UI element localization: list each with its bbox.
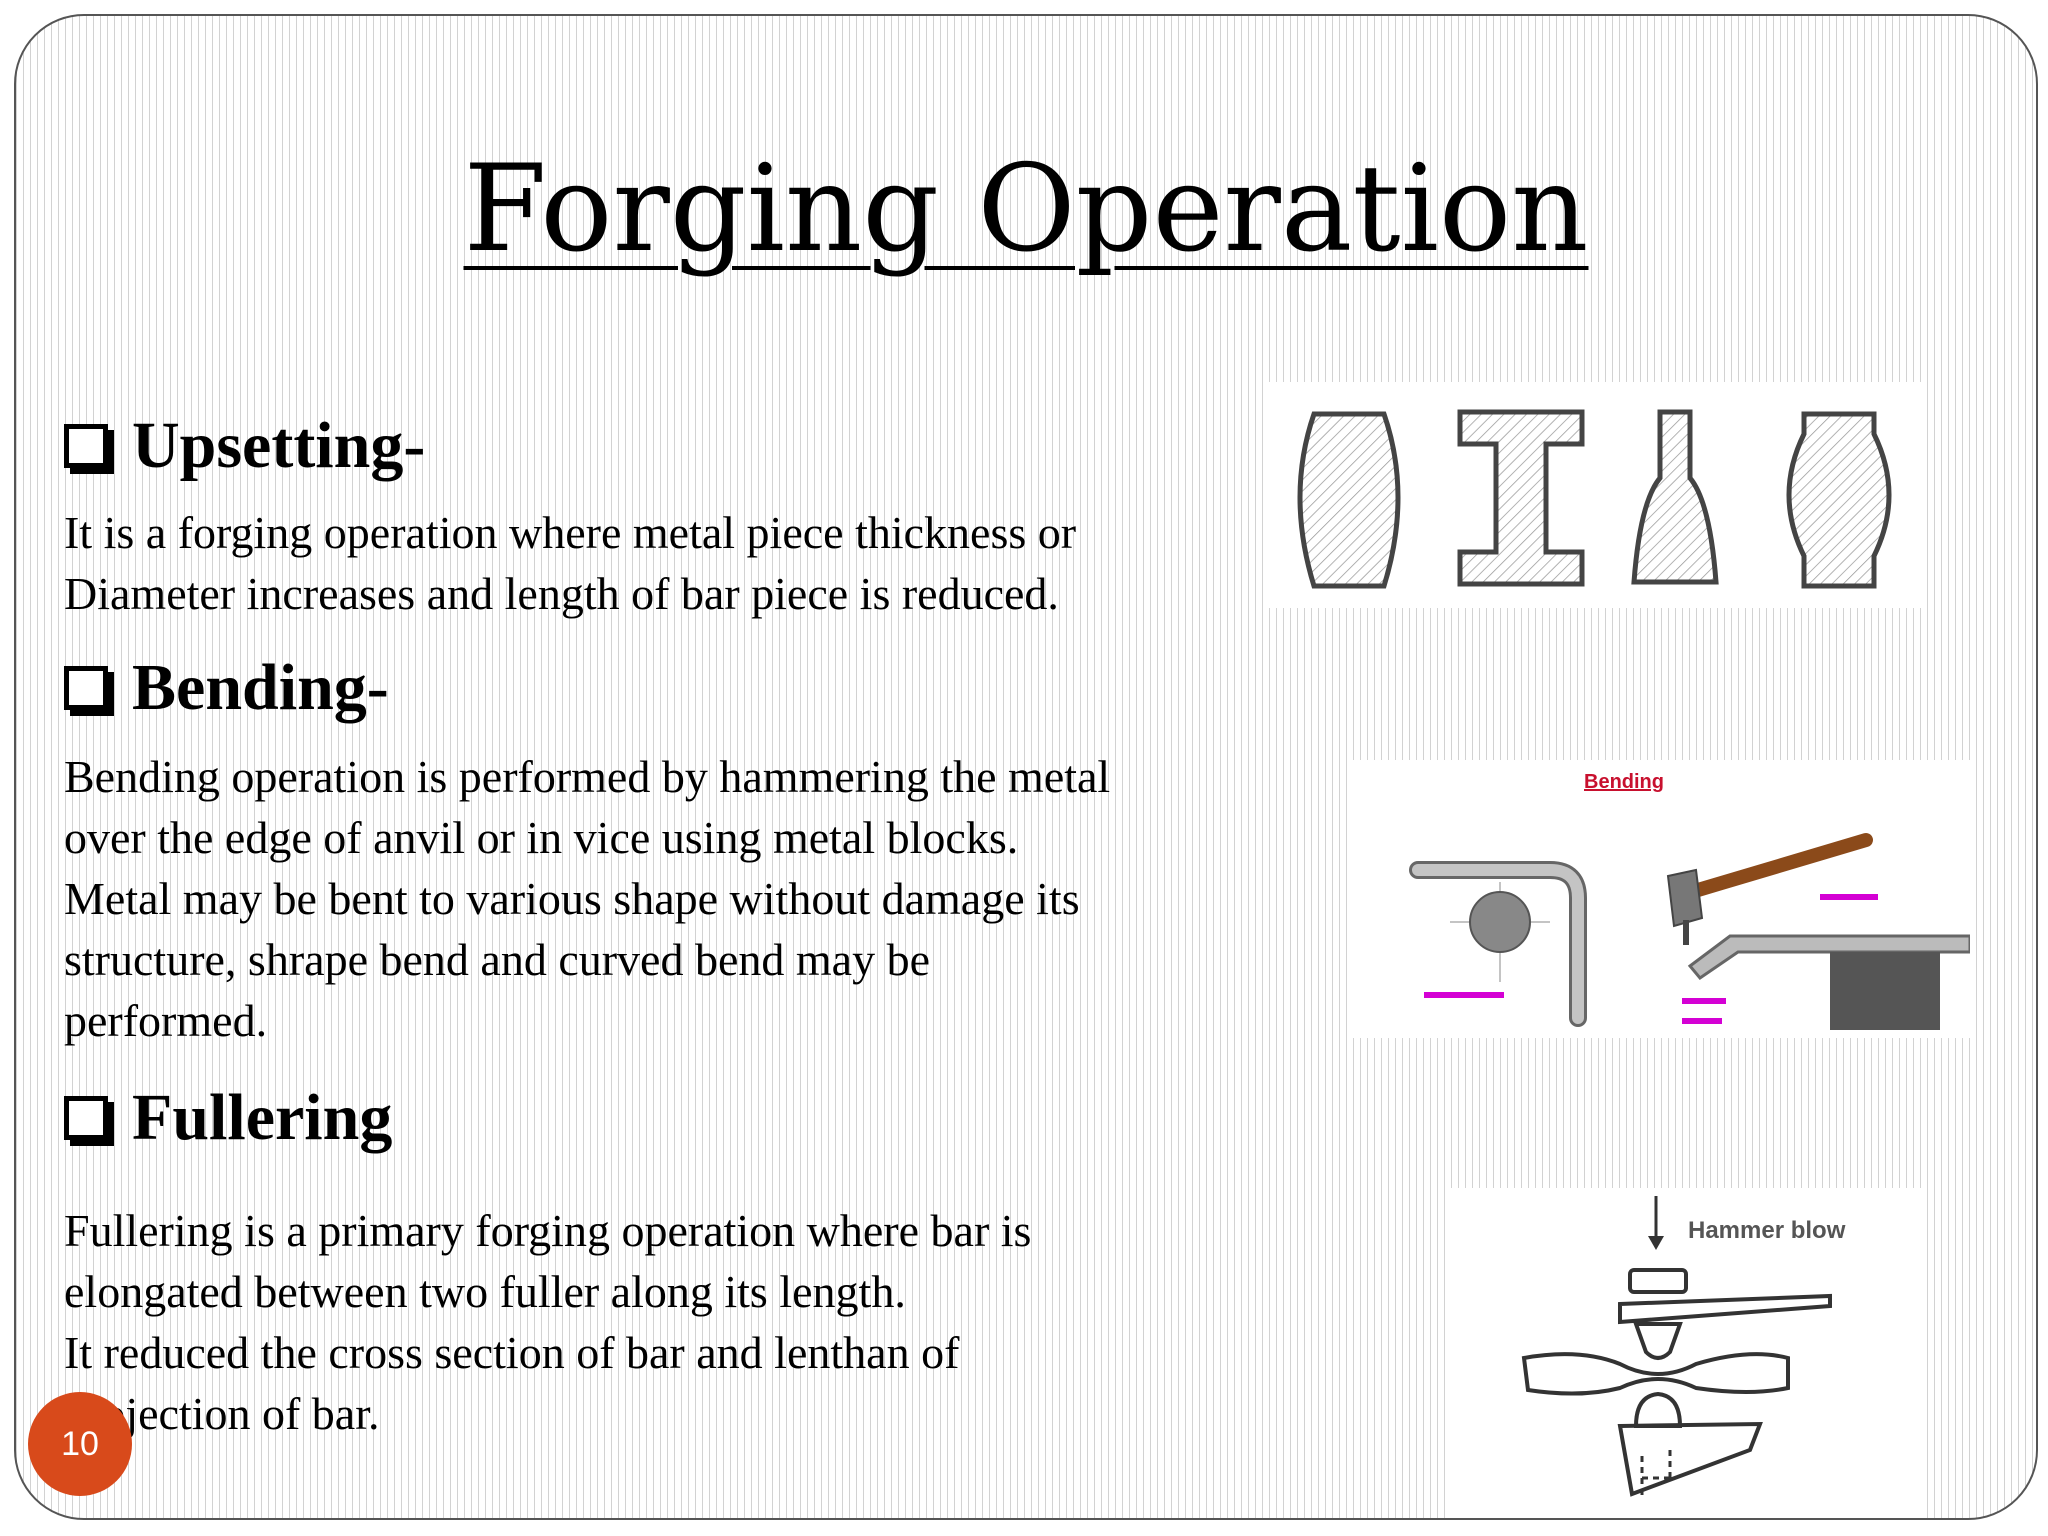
bottom-fuller-base	[1617, 1421, 1763, 1497]
upsetting-shapes-illustration	[1297, 409, 1892, 589]
anvil-block	[1830, 952, 1940, 1030]
bending-figure-title: Bending	[1584, 771, 1664, 793]
flat-bend-label-mark	[1682, 1018, 1722, 1024]
i-section-shape	[1457, 409, 1585, 587]
fullering-heading: Fullering	[64, 1080, 392, 1156]
text-line: elongated between two fuller along its l…	[64, 1266, 906, 1317]
checkbox-bullet-icon	[64, 1096, 108, 1140]
flat-bend-label-mark	[1682, 998, 1726, 1004]
top-fuller-handle	[1628, 1268, 1688, 1294]
bottom-fuller-tool	[1633, 1391, 1683, 1428]
slide: Forging Operation Upsetting- It is a for…	[14, 14, 2038, 1520]
upsetting-figure	[1264, 382, 1922, 608]
fullering-illustration: Hammer blow	[1521, 1196, 1846, 1498]
bottle-shape	[1631, 409, 1719, 585]
bending-figure: Bending	[1350, 760, 1972, 1038]
upsetting-description: It is a forging operation where metal pi…	[64, 502, 1076, 624]
text-line: structure, shrape bend and curved bend m…	[64, 934, 931, 985]
hammer-handle	[1691, 833, 1873, 897]
top-fuller-tool	[1633, 1322, 1683, 1360]
text-line: Diameter increases and length of bar pie…	[64, 568, 1059, 619]
bulged-shape	[1786, 411, 1892, 589]
text-line: over the edge of anvil or in vice using …	[64, 812, 1019, 863]
text-line: performed.	[64, 995, 268, 1046]
hidden-line	[1640, 1450, 1672, 1498]
text-line: Fullering is a primary forging operation…	[64, 1205, 1032, 1256]
text-line: It reduced the cross section of bar and …	[64, 1327, 960, 1378]
bending-description: Bending operation is performed by hammer…	[64, 746, 1110, 1051]
page-number: 10	[61, 1424, 99, 1463]
upsetting-heading-text: Upsetting-	[132, 409, 426, 482]
upsetting-heading: Upsetting-	[64, 408, 425, 484]
bent-bar-fill	[1412, 864, 1584, 1024]
bending-illustration: Bending	[1409, 771, 1972, 1030]
slide-title: Forging Operation	[463, 140, 1589, 279]
text-line: It is a forging operation where metal pi…	[64, 507, 1077, 558]
text-line: Metal may be bent to various shape witho…	[64, 873, 1080, 924]
checkbox-bullet-icon	[64, 666, 108, 710]
round-die	[1469, 891, 1531, 953]
fullering-figure: Hammer blow	[1450, 1188, 1924, 1518]
checkbox-bullet-icon	[64, 424, 108, 468]
round-bend-label-mark	[1424, 992, 1504, 998]
bending-heading: Bending-	[64, 650, 389, 726]
bending-heading-text: Bending-	[132, 651, 389, 724]
fullered-bar	[1521, 1352, 1790, 1396]
text-line: projection of bar.	[64, 1388, 380, 1439]
barrel-shape	[1297, 411, 1401, 589]
fullering-heading-text: Fullering	[132, 1081, 393, 1154]
hammer-head-icon	[1666, 868, 1704, 928]
top-fuller-rod	[1618, 1293, 1832, 1325]
page-number-badge: 10	[28, 1392, 132, 1496]
hammer-blow-label: Hammer blow	[1688, 1217, 1846, 1244]
fullering-description: Fullering is a primary forging operation…	[64, 1200, 1031, 1444]
hammer-label-mark	[1820, 894, 1878, 900]
text-line: Bending operation is performed by hammer…	[64, 751, 1111, 802]
arrow-head-icon	[1648, 1236, 1664, 1250]
